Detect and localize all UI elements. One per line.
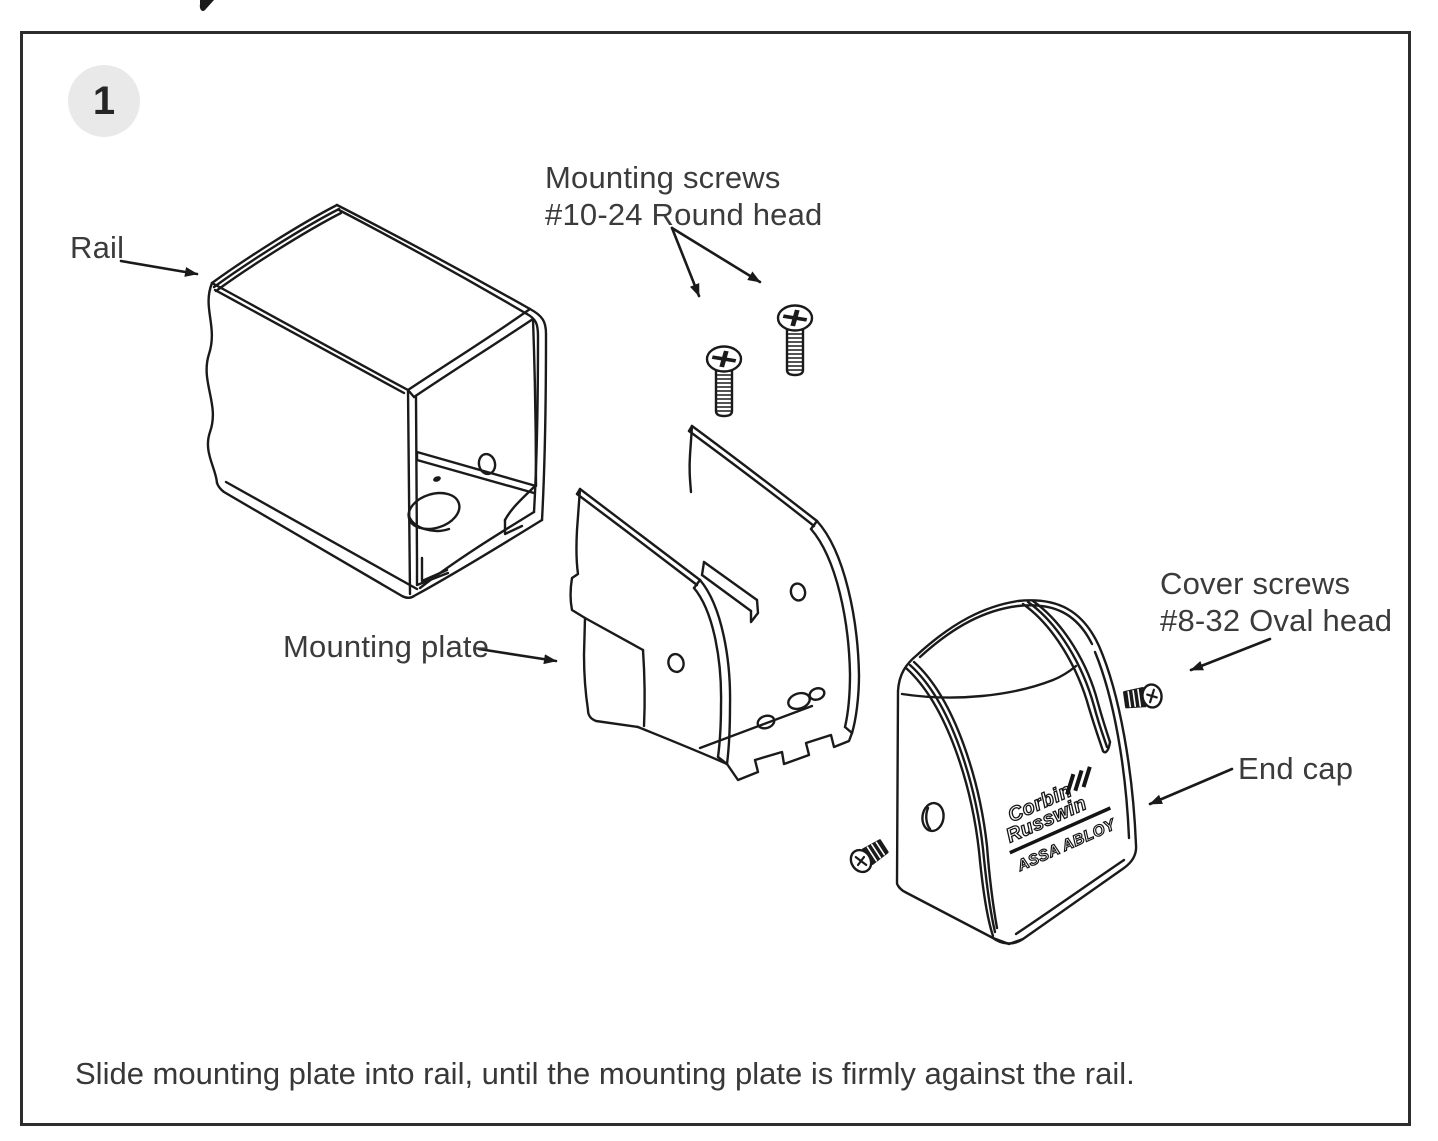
cover-screw-left bbox=[849, 839, 889, 874]
rail-label: Rail bbox=[70, 230, 125, 265]
cover-screws-arrow bbox=[1189, 637, 1272, 672]
brand-rule bbox=[1009, 806, 1112, 855]
mounting-plate-drawing bbox=[569, 424, 861, 782]
mounting-screws-arrow-right bbox=[670, 226, 762, 284]
mounting-screws-arrow-left bbox=[670, 226, 701, 298]
mounting-screws-label-line2: #10-24 Round head bbox=[545, 197, 823, 232]
mounting-screw-right bbox=[776, 304, 814, 377]
rail-arrow bbox=[119, 259, 199, 277]
mounting-screw-left bbox=[705, 345, 743, 418]
mounting-screws-label-line1: Mounting screws bbox=[545, 160, 781, 195]
cover-screw-right bbox=[1123, 683, 1163, 709]
mounting-plate-arrow bbox=[477, 647, 558, 665]
label-arrows bbox=[119, 226, 1272, 806]
figure-border bbox=[20, 31, 1411, 1126]
end-cap-drawing bbox=[895, 599, 1138, 946]
brand-hatch-stripes bbox=[1065, 766, 1092, 796]
step-number-badge: 1 bbox=[68, 65, 140, 137]
end-cap-label: End cap bbox=[1238, 751, 1354, 786]
mounting-screws-label: Mounting screws #10-24 Round head bbox=[545, 159, 822, 233]
cover-screws-label-line1: Cover screws bbox=[1160, 566, 1351, 601]
cropped-page-text-fragment bbox=[199, 0, 214, 12]
mounting-plate-label: Mounting plate bbox=[283, 629, 490, 664]
cover-screws-label-line2: #8-32 Oval head bbox=[1160, 603, 1393, 638]
rail-drawing bbox=[205, 203, 548, 600]
end-cap-arrow bbox=[1148, 767, 1234, 806]
step-caption: Slide mounting plate into rail, until th… bbox=[75, 1056, 1135, 1091]
step-number: 1 bbox=[92, 78, 116, 123]
end-cap-branding: Corbin Russwin ASSA ABLOY bbox=[1002, 766, 1120, 876]
cover-screws-label: Cover screws #8-32 Oval head bbox=[1160, 565, 1392, 639]
